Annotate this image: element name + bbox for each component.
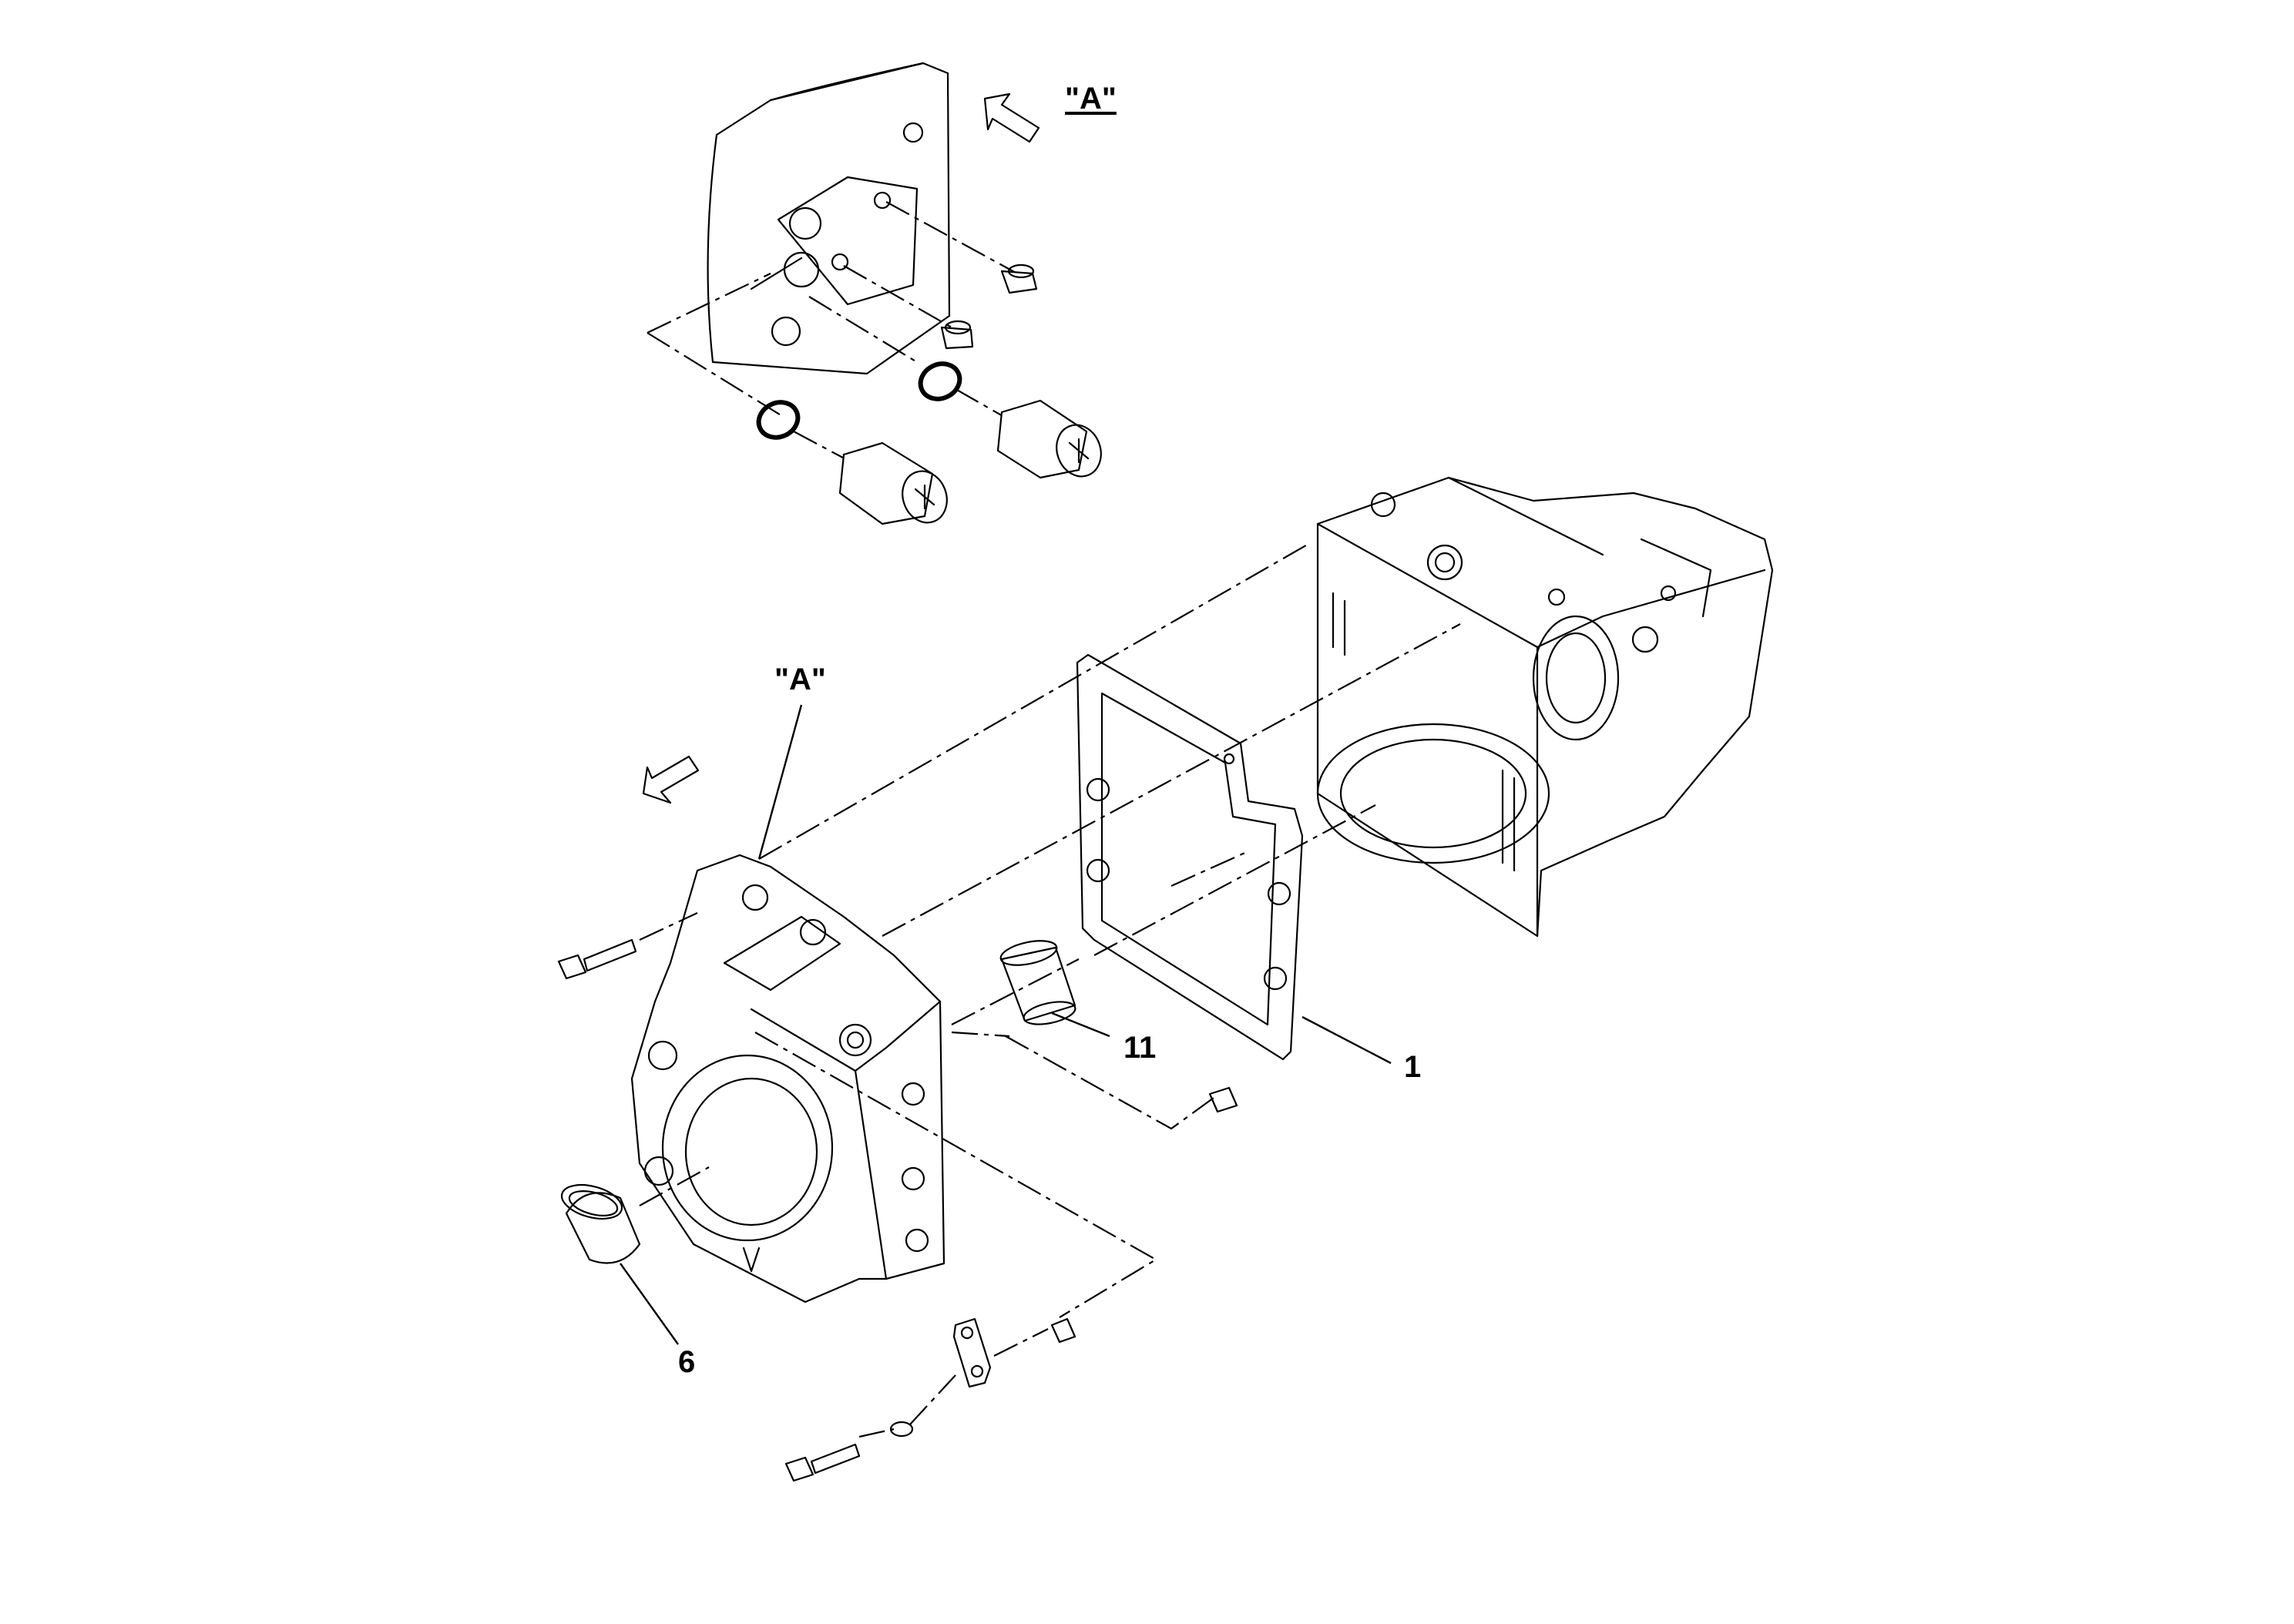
- detail-axis-plug-2: [843, 265, 952, 328]
- detail-axis-plug-1: [885, 201, 1018, 274]
- detail-housing-top-face: [769, 62, 925, 102]
- detail-thread-hole-2: [831, 253, 849, 271]
- gasket: [1076, 653, 1304, 1061]
- detail-port-lower: [771, 316, 801, 347]
- bracket-plate: [952, 1317, 992, 1388]
- item-6-label: 6: [678, 1345, 696, 1379]
- axis-housing-top: [758, 542, 1311, 860]
- end-cover: [630, 854, 945, 1304]
- detail-cut-line: [750, 257, 803, 290]
- axis-housing-low: [951, 804, 1376, 1025]
- axis-gasket-inner: [1171, 850, 1249, 887]
- valve-cartridge-right: [955, 388, 1102, 479]
- leader-item-6: [620, 1263, 679, 1345]
- bushing: [999, 940, 1076, 1025]
- detail-port-upper: [788, 206, 822, 240]
- leader-item-1: [1302, 1015, 1392, 1065]
- cap-screw-lower: [784, 1443, 861, 1482]
- view-direction-arrow-main: [642, 755, 700, 804]
- detail-axis-cartridge-right: [808, 296, 918, 363]
- plug-fitting-mid: [1208, 1086, 1238, 1113]
- axis-ring-6: [639, 1166, 710, 1206]
- valve-cartridge-left: [793, 431, 948, 525]
- plug-lower: [940, 320, 974, 350]
- axis-housing-mid: [882, 623, 1461, 937]
- axis-lower-bolt-2: [858, 1374, 956, 1438]
- axis-bracket: [993, 1328, 1049, 1357]
- axis-plug-mid: [951, 1031, 1214, 1130]
- item-1-label: 1: [1404, 1050, 1422, 1084]
- view-a-main-label: "A": [774, 663, 826, 696]
- axis-lower-bolt-1: [754, 1032, 1158, 1318]
- plug-upper: [1000, 263, 1038, 294]
- axis-bolt-upper: [639, 912, 698, 941]
- detail-corner-hole: [902, 122, 924, 143]
- detail-axis-cartridge-left-2: [647, 332, 783, 417]
- cap-screw-upper: [557, 938, 637, 980]
- o-ring-upper: [918, 361, 962, 401]
- item-11-label: 11: [1123, 1031, 1157, 1065]
- detail-port-boss-upper: [777, 176, 919, 306]
- ring: [560, 1183, 641, 1264]
- leader-item-11: [1051, 1012, 1110, 1038]
- main-pump-housing: [1316, 476, 1774, 938]
- view-a-detail-label: "A": [1065, 82, 1117, 116]
- leader-view-a-main: [757, 704, 803, 860]
- detail-thread-hole-1: [873, 191, 892, 210]
- detail-axis-cartridge-left: [647, 273, 771, 334]
- detail-port-mid: [783, 251, 820, 288]
- view-direction-arrow-top: [983, 92, 1040, 143]
- o-ring-lower: [756, 400, 801, 440]
- detail-view-a: [707, 62, 951, 375]
- plug-fitting-right: [1050, 1317, 1076, 1344]
- detail-housing-outline: [707, 62, 951, 375]
